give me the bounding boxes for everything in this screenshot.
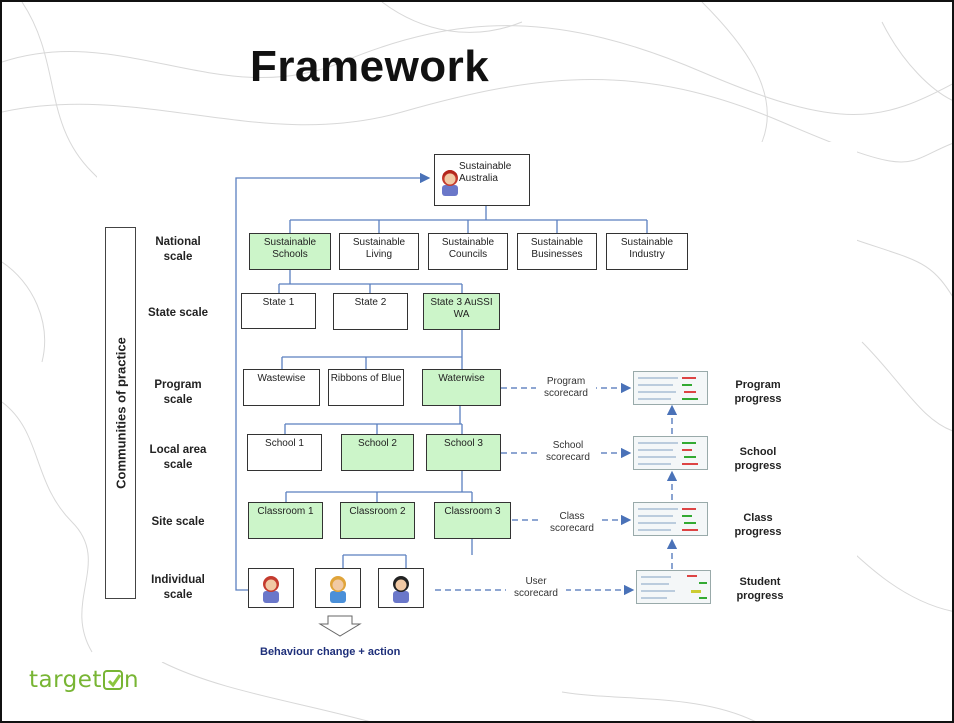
node-classroom-2: Classroom 2 xyxy=(340,502,415,539)
scale-program-label: Program scale xyxy=(154,379,202,406)
node-sustainable-councils: Sustainable Councils xyxy=(428,233,508,270)
class-scorecard-thumbnail xyxy=(633,502,708,536)
node-waterwise: Waterwise xyxy=(422,369,501,406)
node-individual-3 xyxy=(378,568,424,608)
node-school-3: School 3 xyxy=(426,434,501,471)
behaviour-change-caption: Behaviour change + action xyxy=(260,646,401,658)
communities-of-practice-bar: Communities of practice xyxy=(105,227,136,599)
person-blonde-hair-icon xyxy=(330,576,346,603)
school-scorecard-label: School scorecard xyxy=(538,440,598,464)
scale-local-area-label: Local area scale xyxy=(149,444,207,471)
node-state-3: State 3 AuSSI WA xyxy=(423,293,500,330)
node-classroom-3: Classroom 3 xyxy=(434,502,511,539)
person-dark-hair-icon xyxy=(393,576,409,603)
scale-individual-label: Individual scale xyxy=(151,574,205,601)
node-label: Sustainable Australia xyxy=(459,161,512,184)
user-scorecard-label: User scorecard xyxy=(506,576,566,600)
user-scorecard-thumbnail xyxy=(636,570,711,604)
node-ribbons-of-blue: Ribbons of Blue xyxy=(328,369,404,406)
person-red-hair-icon xyxy=(442,170,458,196)
program-scorecard-thumbnail xyxy=(633,371,708,405)
node-sustainable-industry: Sustainable Industry xyxy=(606,233,688,270)
checkbox-check-icon xyxy=(102,670,123,690)
school-scorecard-thumbnail xyxy=(633,436,708,470)
person-red-hair-icon xyxy=(263,576,279,603)
node-sustainable-australia: Sustainable Australia xyxy=(434,154,530,206)
node-sustainable-schools: Sustainable Schools xyxy=(249,233,331,270)
node-individual-2 xyxy=(315,568,361,608)
node-school-2: School 2 xyxy=(341,434,414,471)
node-sustainable-businesses: Sustainable Businesses xyxy=(517,233,597,270)
logo-text-end: n xyxy=(123,667,140,693)
node-school-1: School 1 xyxy=(247,434,322,471)
scale-state-label: State scale xyxy=(147,307,209,319)
scale-site-label: Site scale xyxy=(151,516,205,528)
node-sustainable-living: Sustainable Living xyxy=(339,233,419,270)
node-individual-1 xyxy=(248,568,294,608)
class-scorecard-label: Class scorecard xyxy=(542,511,602,535)
school-progress-label: School progress xyxy=(734,446,782,472)
class-progress-label: Class progress xyxy=(734,512,782,538)
program-progress-label: Program progress xyxy=(734,379,782,405)
node-state-1: State 1 xyxy=(241,293,316,329)
node-wastewise: Wastewise xyxy=(243,369,320,406)
program-scorecard-label: Program scorecard xyxy=(536,376,596,400)
node-state-2: State 2 xyxy=(333,293,408,330)
student-progress-label: Student progress xyxy=(736,576,784,602)
node-classroom-1: Classroom 1 xyxy=(248,502,323,539)
logo-text-start: target xyxy=(29,667,102,693)
communities-of-practice-label: Communities of practice xyxy=(113,337,128,489)
slide-title: Framework xyxy=(250,42,490,91)
scale-national-label: National scale xyxy=(155,236,201,263)
